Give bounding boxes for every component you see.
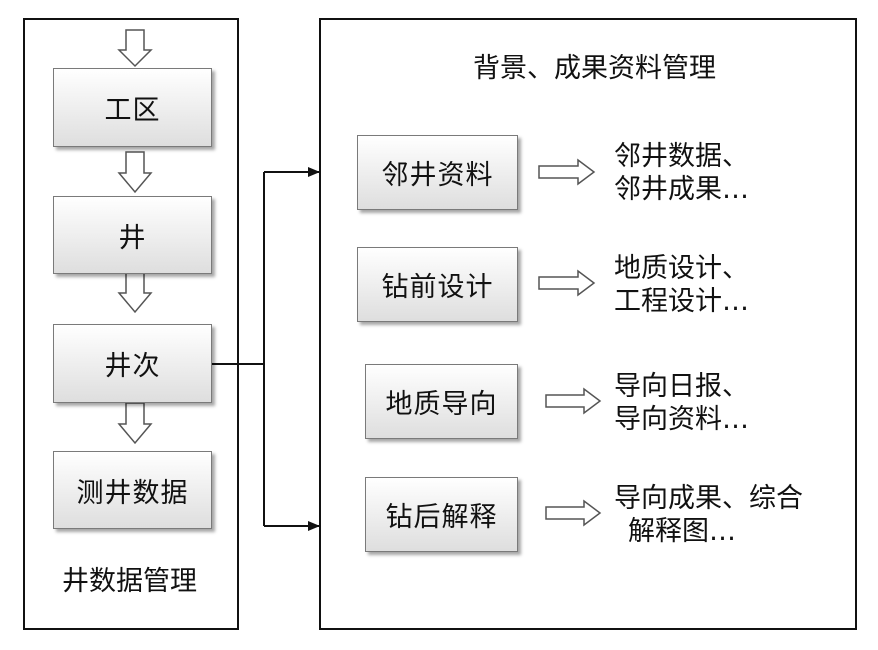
down-arrow-icon: [117, 271, 153, 314]
down-arrow-icon: [117, 151, 153, 194]
step-log-data: 测井数据: [53, 451, 212, 529]
item-predrill-design: 钻前设计: [357, 247, 518, 322]
right-arrow-icon: [538, 158, 596, 186]
down-arrow-icon: [117, 29, 153, 68]
right-arrow-icon: [545, 499, 602, 527]
right-arrow-icon: [538, 269, 596, 297]
step-work-area: 工区: [53, 68, 212, 147]
left-panel-title: 井数据管理: [62, 566, 197, 597]
item-offset-well: 邻井资料: [357, 135, 518, 210]
step-well-run: 井次: [53, 324, 212, 403]
item-offset-well-desc-2: 邻井成果…: [614, 174, 749, 205]
item-predrill-design-desc-2: 工程设计…: [614, 286, 749, 317]
right-panel-title: 背景、成果资料管理: [473, 53, 716, 84]
item-predrill-design-desc-1: 地质设计、: [614, 253, 749, 284]
item-postdrill-desc-1: 导向成果、综合: [614, 483, 803, 514]
item-postdrill-desc-2: 解释图…: [628, 516, 736, 547]
item-geosteering-desc-1: 导向日报、: [614, 371, 749, 402]
down-arrow-icon: [117, 402, 153, 445]
step-well: 井: [53, 196, 212, 274]
item-offset-well-desc-1: 邻井数据、: [614, 141, 749, 172]
item-postdrill-interpretation: 钻后解释: [365, 477, 518, 552]
item-geosteering: 地质导向: [365, 364, 518, 439]
right-arrow-icon: [545, 387, 602, 415]
item-geosteering-desc-2: 导向资料…: [614, 404, 749, 435]
